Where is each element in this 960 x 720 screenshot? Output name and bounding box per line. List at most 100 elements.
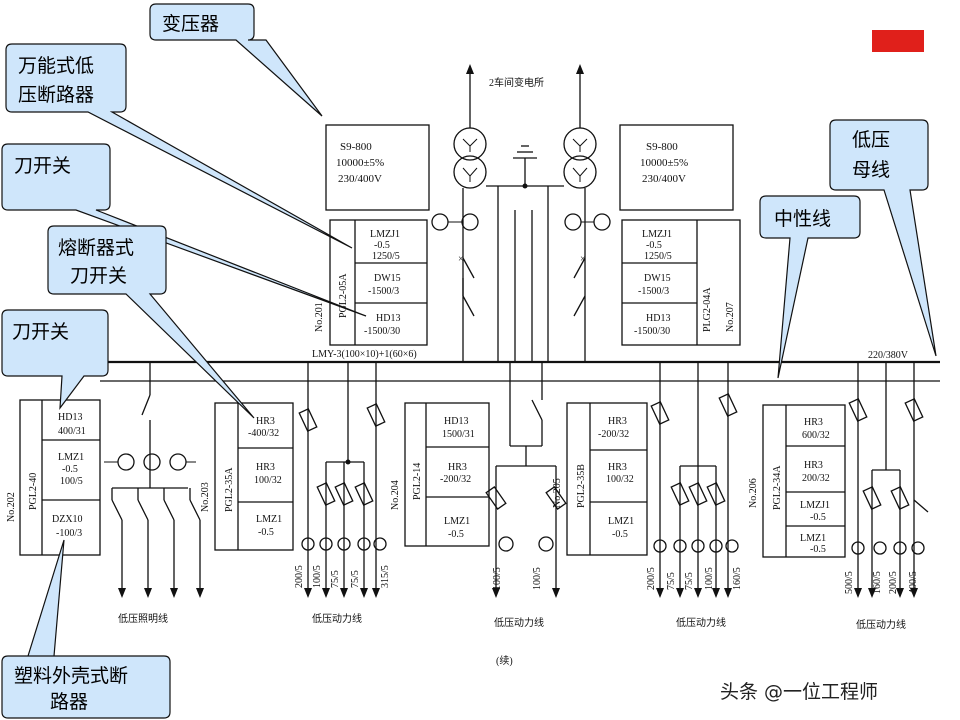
svg-text:100/5: 100/5 xyxy=(704,567,715,590)
svg-text:75/5: 75/5 xyxy=(666,572,677,590)
panel-202-r2b: -0.5 xyxy=(62,464,78,475)
svg-text:中性线: 中性线 xyxy=(774,208,831,230)
svg-text:75/5: 75/5 xyxy=(350,570,361,588)
panel-202-r1a: HD13 xyxy=(58,412,82,423)
panel-206-r3b: -0.5 xyxy=(810,512,826,523)
transformer-left-box xyxy=(325,124,430,211)
panel-207-r1c: 1250/5 xyxy=(644,251,672,262)
panel-201-type: PGL2-05A xyxy=(338,273,349,318)
svg-text:100/5: 100/5 xyxy=(312,565,323,588)
tr-right-line3: 230/400V xyxy=(642,173,686,185)
callout-low-voltage-bus: 低压 母线 xyxy=(829,119,937,357)
panel-202-r3a: DZX10 xyxy=(52,514,83,525)
panel-204-r3a: LMZ1 xyxy=(444,516,470,527)
hv-feeder-left xyxy=(466,64,584,128)
panel-203-r3a: LMZ1 xyxy=(256,514,282,525)
panel-204: No.204 PGL2-14 HD13 1500/31 HR3 -200/32 … xyxy=(390,402,490,547)
tr-right-line2: 10000±5% xyxy=(640,157,688,169)
panel-205-r3a: LMZ1 xyxy=(608,516,634,527)
panel-207: PLG2-04A No.207 LMZJ1 -0.5 1250/5 DW15 -… xyxy=(621,219,741,346)
callout-transformer: 变压器 xyxy=(149,3,323,117)
panel-207-type: PLG2-04A xyxy=(702,287,713,332)
panel-206-r4a: LMZ1 xyxy=(800,533,826,544)
svg-text:刀开关: 刀开关 xyxy=(14,155,71,177)
panel-205-r2b: 100/32 xyxy=(606,474,634,485)
panel-205-r1b: -200/32 xyxy=(598,429,629,440)
panel-201-r2b: -1500/3 xyxy=(368,286,399,297)
tr-right-line1: S9-800 xyxy=(646,141,678,153)
svg-text:100/5: 100/5 xyxy=(532,567,543,590)
panel-207-r3b: -1500/30 xyxy=(634,326,670,337)
bus-label: LMY-3(100×10)+1(60×6) xyxy=(312,349,417,360)
callout-neutral-line: 中性线 xyxy=(759,195,861,379)
panel-201-r1c: 1250/5 xyxy=(372,251,400,262)
station-title: 2车间变电所 xyxy=(489,76,544,89)
panel-203: No.203 PGL2-35A HR3 -400/32 HR3 100/32 L… xyxy=(200,402,294,551)
feeders-203: 200/5 100/5 75/5 75/5 315/5 xyxy=(294,362,391,598)
panel-206-r2b: 200/32 xyxy=(802,473,830,484)
transformer-right-symbol xyxy=(563,127,597,189)
callout-fuse-knife-switch: 熔断器式 刀开关 xyxy=(47,225,255,419)
callout-universal-breaker: 万能式低 压断路器 xyxy=(5,43,353,249)
panel-206: No.206 PGL2-34A HR3 600/32 HR3 200/32 LM… xyxy=(748,404,846,558)
panel-203-r1a: HR3 xyxy=(256,416,275,427)
svg-text:刀开关: 刀开关 xyxy=(70,265,127,287)
lighting-circuits xyxy=(104,362,204,598)
bottom-label-power-4: 低压动力线 xyxy=(856,618,906,631)
svg-text:200/5: 200/5 xyxy=(294,565,305,588)
svg-text:160/5: 160/5 xyxy=(732,567,743,590)
svg-text:低压: 低压 xyxy=(852,129,890,151)
panel-202-no: No.202 xyxy=(6,492,17,522)
svg-text:压断路器: 压断路器 xyxy=(18,84,94,106)
panel-203-no: No.203 xyxy=(200,482,211,512)
panel-201-r2a: DW15 xyxy=(374,273,401,284)
tr-left-line3: 230/400V xyxy=(338,173,382,185)
panel-206-no: No.206 xyxy=(748,478,759,508)
svg-text:400/5: 400/5 xyxy=(908,571,919,594)
panel-202-r2c: 100/5 xyxy=(60,476,83,487)
svg-text:75/5: 75/5 xyxy=(330,570,341,588)
panel-206-r1b: 600/32 xyxy=(802,430,830,441)
panel-203-r3b: -0.5 xyxy=(258,527,274,538)
svg-text:塑料外壳式断: 塑料外壳式断 xyxy=(14,665,128,687)
tr-left-line1: S9-800 xyxy=(340,141,372,153)
panel-201: No.201 PGL2-05A LMZJ1 -0.5 1250/5 DW15 -… xyxy=(314,219,428,346)
svg-text:315/5: 315/5 xyxy=(380,565,391,588)
panel-207-r3a: HD13 xyxy=(646,313,670,324)
callout-knife-switch-top: 刀开关 xyxy=(1,143,367,317)
panel-203-type: PGL2-35A xyxy=(224,467,235,512)
panel-202-type: PGL2-40 xyxy=(28,473,39,510)
panel-204-r1a: HD13 xyxy=(444,416,468,427)
panel-204-no: No.204 xyxy=(390,480,401,510)
panel-201-r1b: -0.5 xyxy=(374,240,390,251)
panel-202-r3b: -100/3 xyxy=(56,528,82,539)
panel-205-r1a: HR3 xyxy=(608,416,627,427)
feeders-205: 200/5 75/5 75/5 100/5 160/5 xyxy=(646,362,743,598)
feeders-206: 500/5 160/5 200/5 400/5 xyxy=(844,362,929,598)
panel-205-type: PGL2-35B xyxy=(576,464,587,508)
lv-busbar xyxy=(100,360,940,382)
callout-knife-switch-left: 刀开关 xyxy=(1,309,109,410)
watermark: 头条 @一位工程师 xyxy=(720,681,878,703)
svg-text:200/5: 200/5 xyxy=(888,571,899,594)
svg-text:×: × xyxy=(458,254,464,265)
panel-206-type: PGL2-34A xyxy=(772,465,783,510)
panel-201-r3b: -1500/30 xyxy=(364,326,400,337)
panel-201-r3a: HD13 xyxy=(376,313,400,324)
svg-text:×: × xyxy=(580,254,586,265)
panel-204-type: PGL2-14 xyxy=(412,463,423,500)
panel-204-r2a: HR3 xyxy=(448,462,467,473)
callout-plastic-breaker: 塑料外壳式断 路器 xyxy=(1,539,171,719)
bottom-label-power-2: 低压动力线 xyxy=(494,616,544,629)
transformer-right-box xyxy=(619,124,734,211)
panel-203-r2a: HR3 xyxy=(256,462,275,473)
panel-202: No.202 PGL2-40 HD13 400/31 LMZ1 -0.5 100… xyxy=(6,399,101,556)
svg-text:75/5: 75/5 xyxy=(684,572,695,590)
bottom-label-power-1: 低压动力线 xyxy=(312,612,362,625)
panel-206-r1a: HR3 xyxy=(804,417,823,428)
panel-207-r2b: -1500/3 xyxy=(638,286,669,297)
panel-203-r2b: 100/32 xyxy=(254,475,282,486)
panel-206-r2a: HR3 xyxy=(804,460,823,471)
